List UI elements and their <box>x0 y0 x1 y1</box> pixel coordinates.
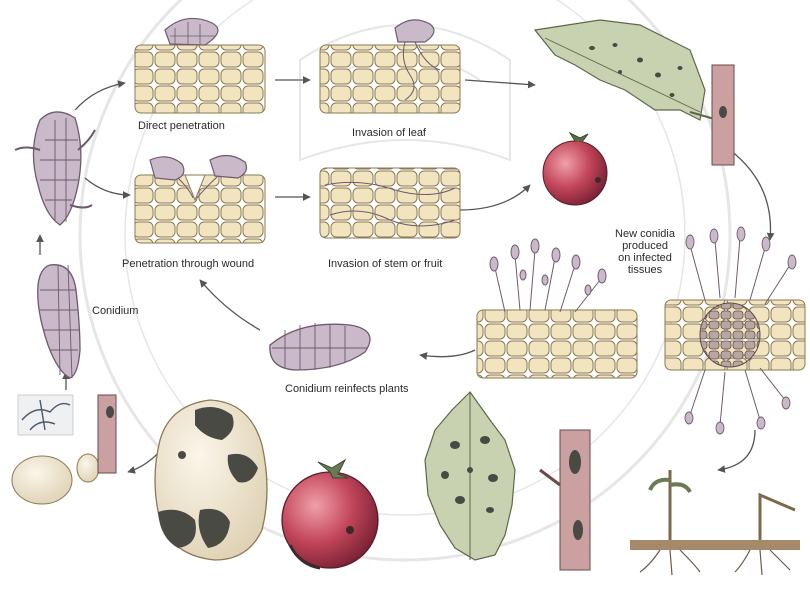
conidium <box>38 265 80 378</box>
label-invasion-stem-or-fruit: Invasion of stem or fruit <box>328 258 442 270</box>
large-infected-stem <box>540 430 590 570</box>
reinfecting-conidium <box>270 323 370 370</box>
large-infected-tomato <box>282 460 378 568</box>
label-penetration-through-wound: Penetration through wound <box>122 258 254 270</box>
dying-plants <box>630 470 800 575</box>
small-stem <box>98 395 116 473</box>
large-infected-leaf <box>425 392 515 560</box>
stem-top <box>712 65 734 165</box>
invasion-leaf-tissue <box>320 20 460 113</box>
label-new-conidia-line-3: on infected <box>600 252 690 264</box>
arrow-leaf-down <box>730 150 771 240</box>
arrow-to-wound <box>85 178 130 195</box>
label-direct-penetration: Direct penetration <box>138 120 225 132</box>
arrow-to-reinfect <box>420 350 475 357</box>
small-potato <box>12 454 99 504</box>
penetrating-conidium <box>165 18 218 45</box>
infected-tomato-top <box>543 133 607 205</box>
hyphae-on-tissue <box>18 395 73 435</box>
direct-penetration-tissue <box>135 18 265 113</box>
label-new-conidia-line-4: tissues <box>600 264 690 276</box>
invasion-stem-tissue <box>320 168 460 238</box>
arrow-reinfect-to-wound <box>200 280 260 330</box>
label-conidium: Conidium <box>92 305 138 317</box>
label-new-conidia-line-2: produced <box>600 240 690 252</box>
infected-leaf <box>535 20 725 122</box>
germinating-conidium <box>15 112 95 225</box>
arrow-to-direct <box>75 83 125 110</box>
label-invasion-of-leaf: Invasion of leaf <box>352 127 426 139</box>
arrow-stem-to-fruit <box>460 185 530 210</box>
large-infected-potato <box>155 400 267 560</box>
arrow-to-dying-plants <box>718 430 755 470</box>
wound-penetration-tissue <box>135 155 265 243</box>
label-new-conidia-line-1: New conidia <box>600 228 690 240</box>
label-new-conidia: New conidia produced on infected tissues <box>600 228 690 276</box>
label-conidium-reinfects-plants: Conidium reinfects plants <box>285 383 409 395</box>
arrow-leaf-to-leaf <box>465 80 535 85</box>
